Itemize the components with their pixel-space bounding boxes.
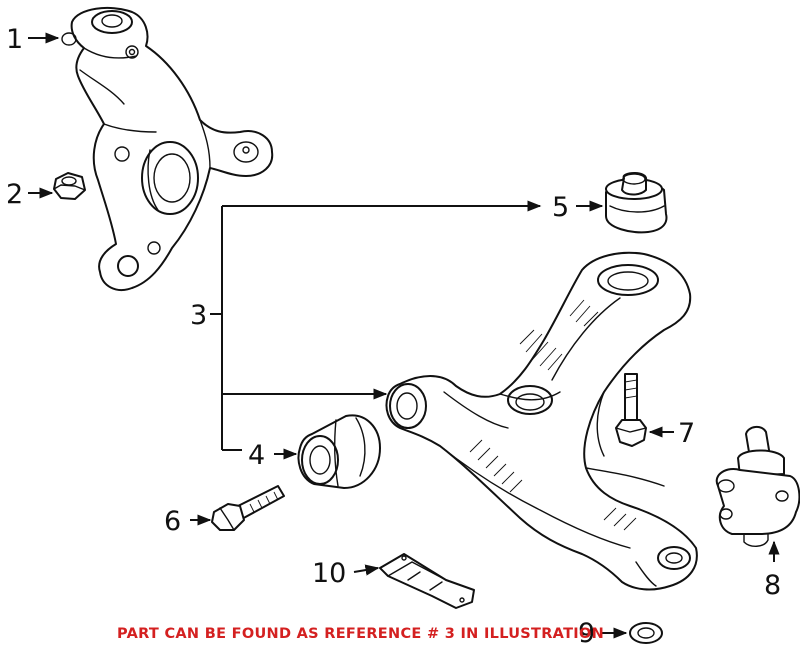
rear-bushing <box>605 172 668 234</box>
shield <box>379 553 475 609</box>
bolt-6 <box>211 485 285 531</box>
callout-6: 6 <box>164 506 181 537</box>
callout-4: 4 <box>248 440 265 471</box>
steering-knuckle <box>61 6 274 291</box>
callout-1: 1 <box>6 24 23 55</box>
ball-joint <box>715 426 800 547</box>
callout-9: 9 <box>578 618 595 648</box>
callout-5: 5 <box>552 192 569 223</box>
control-arm <box>385 251 698 591</box>
bolt-7 <box>615 373 647 447</box>
ref-3-bracket <box>210 200 542 451</box>
callout-3: 3 <box>190 300 207 331</box>
leader-10 <box>353 564 380 576</box>
caption-note: PART CAN BE FOUND AS REFERENCE # 3 IN IL… <box>117 626 604 642</box>
washer <box>629 622 663 644</box>
callout-8: 8 <box>764 570 781 601</box>
front-bushing <box>297 414 381 489</box>
nut <box>53 172 86 200</box>
callout-7: 7 <box>678 418 695 449</box>
callout-2: 2 <box>6 179 23 210</box>
callout-10: 10 <box>312 558 346 589</box>
